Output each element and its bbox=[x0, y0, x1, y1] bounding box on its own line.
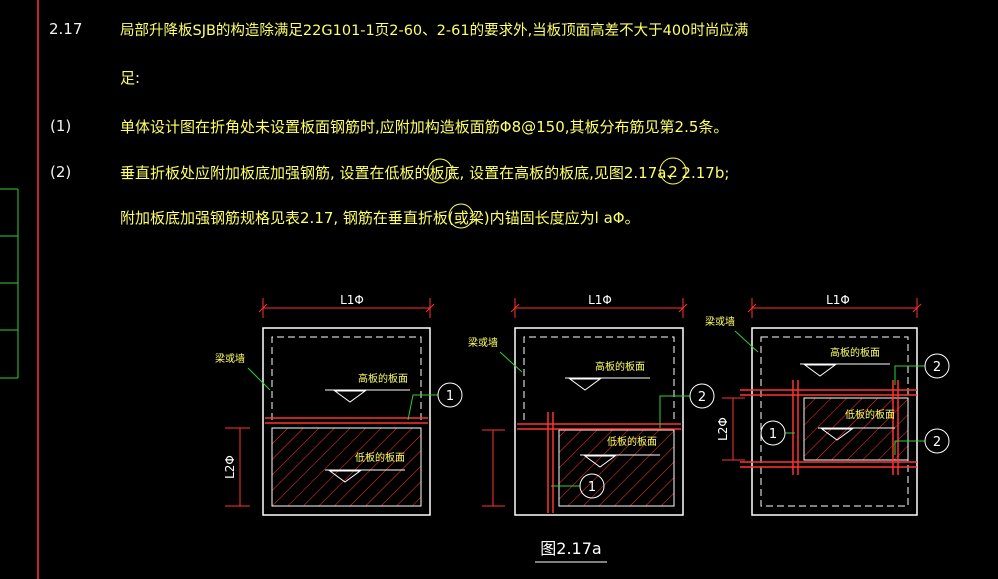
fig2-beam-wall: 梁或墙 bbox=[468, 336, 498, 349]
fig1-low-slab: 低板的板面 bbox=[355, 451, 405, 464]
item-2-text-line-1: 垂直折板处应附加板底加强钢筋, 设置在低板的板底, 设置在高板的板底,见图2.1… bbox=[120, 164, 730, 182]
clause-line-1: 局部升降板SJB的构造除满足22G101-1页2-60、2-61的要求外,当板顶… bbox=[120, 23, 749, 39]
fig2-low-slab: 低板的板面 bbox=[607, 435, 657, 448]
fig3-high-slab: 高板的板面 bbox=[830, 346, 880, 359]
fig2-high-slab: 高板的板面 bbox=[595, 360, 645, 373]
fig2-callout-2: 2 bbox=[698, 390, 706, 405]
fig2-callout-1: 1 bbox=[588, 480, 596, 495]
fig3-dim-l2: L2Φ bbox=[716, 417, 730, 441]
fig3-low-slab: 低板的板面 bbox=[845, 408, 895, 421]
fig3-beam-wall: 梁或墙 bbox=[705, 315, 735, 328]
fig3-callout-2-top: 2 bbox=[933, 360, 941, 375]
fig1-callout: 1 bbox=[446, 389, 454, 404]
figure-caption: 图2.17a bbox=[540, 539, 601, 558]
fig3-callout-1: 1 bbox=[769, 427, 777, 442]
figure-2: L1Φ 梁或墙 高板的板面 低板的板面 2 1 bbox=[468, 293, 715, 516]
item-2-marker: (2) bbox=[50, 163, 72, 181]
clause-line-2: 足: bbox=[120, 69, 141, 87]
fig1-beam-wall: 梁或墙 bbox=[215, 352, 245, 365]
fig3-callout-2-bottom: 2 bbox=[933, 435, 941, 450]
item-1-marker: (1) bbox=[50, 117, 72, 135]
item-2-text-line-2: 附加板底加强钢筋规格见表2.17, 钢筋在垂直折板(或梁)内锚固长度应为l aΦ… bbox=[120, 209, 640, 227]
fig2-dim-l1: L1Φ bbox=[588, 293, 612, 307]
fig1-dim-l2: L2Φ bbox=[223, 455, 237, 479]
fig1-dim-l1: L1Φ bbox=[340, 293, 364, 307]
item-1-text: 单体设计图在折角处未设置板面钢筋时,应附加构造板面筋Φ8@150,其板分布筋见第… bbox=[120, 118, 729, 136]
clause-number: 2.17 bbox=[49, 20, 83, 38]
figure-1: L1Φ L2Φ 梁或墙 高板的板面 低板的板面 1 bbox=[215, 293, 463, 516]
fig1-high-slab: 高板的板面 bbox=[358, 372, 408, 385]
figure-3: L1Φ L2Φ 梁或墙 高板的板面 低板的板面 2 2 bbox=[705, 293, 950, 516]
fig3-dim-l1: L1Φ bbox=[826, 293, 850, 307]
